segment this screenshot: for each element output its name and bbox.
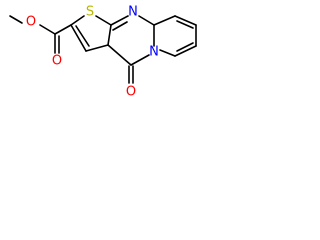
bond-ester-ring xyxy=(54,24,72,35)
bond-c3-c2 xyxy=(70,24,87,52)
bond-c3-c2-inner xyxy=(75,25,90,47)
atom-o-carbonyl: O xyxy=(52,54,62,69)
bond-c7-n5 xyxy=(159,49,176,57)
bond-c10-c9 xyxy=(174,15,197,26)
bond-c7a-n xyxy=(110,15,129,26)
molecule-canvas: O O S N N O xyxy=(9,5,197,100)
bond-o-carbonyl-c xyxy=(39,24,56,35)
bond-c3a-c3 xyxy=(85,44,109,52)
bond-c2-s xyxy=(70,15,85,26)
molecule-structure-diagram: O O S N N O xyxy=(0,0,239,113)
atom-n-bridge: N xyxy=(149,45,159,60)
atom-labels: O O S N N O xyxy=(26,5,159,100)
bond-c8-c7 xyxy=(174,45,197,57)
bond-c4-c3a xyxy=(107,44,132,66)
atom-n-imine: N xyxy=(128,5,138,20)
bond-n-c10a xyxy=(138,15,155,26)
bond-c7a-n-inner xyxy=(112,21,128,31)
bond-c7a-c3a xyxy=(107,24,112,46)
bond-methyl-o xyxy=(9,15,23,24)
atom-o-methyl: O xyxy=(26,15,36,30)
bond-n5-c4 xyxy=(130,54,150,66)
bond-c8-c7-inner xyxy=(176,42,194,52)
bond-c10a-c10 xyxy=(153,15,176,26)
bond-lines xyxy=(9,15,197,84)
atom-s-thiophene: S xyxy=(86,5,94,20)
bond-s-c7a xyxy=(95,15,112,26)
bond-c10-c9-inner xyxy=(176,20,194,29)
atom-o-ketone: O xyxy=(126,85,136,100)
